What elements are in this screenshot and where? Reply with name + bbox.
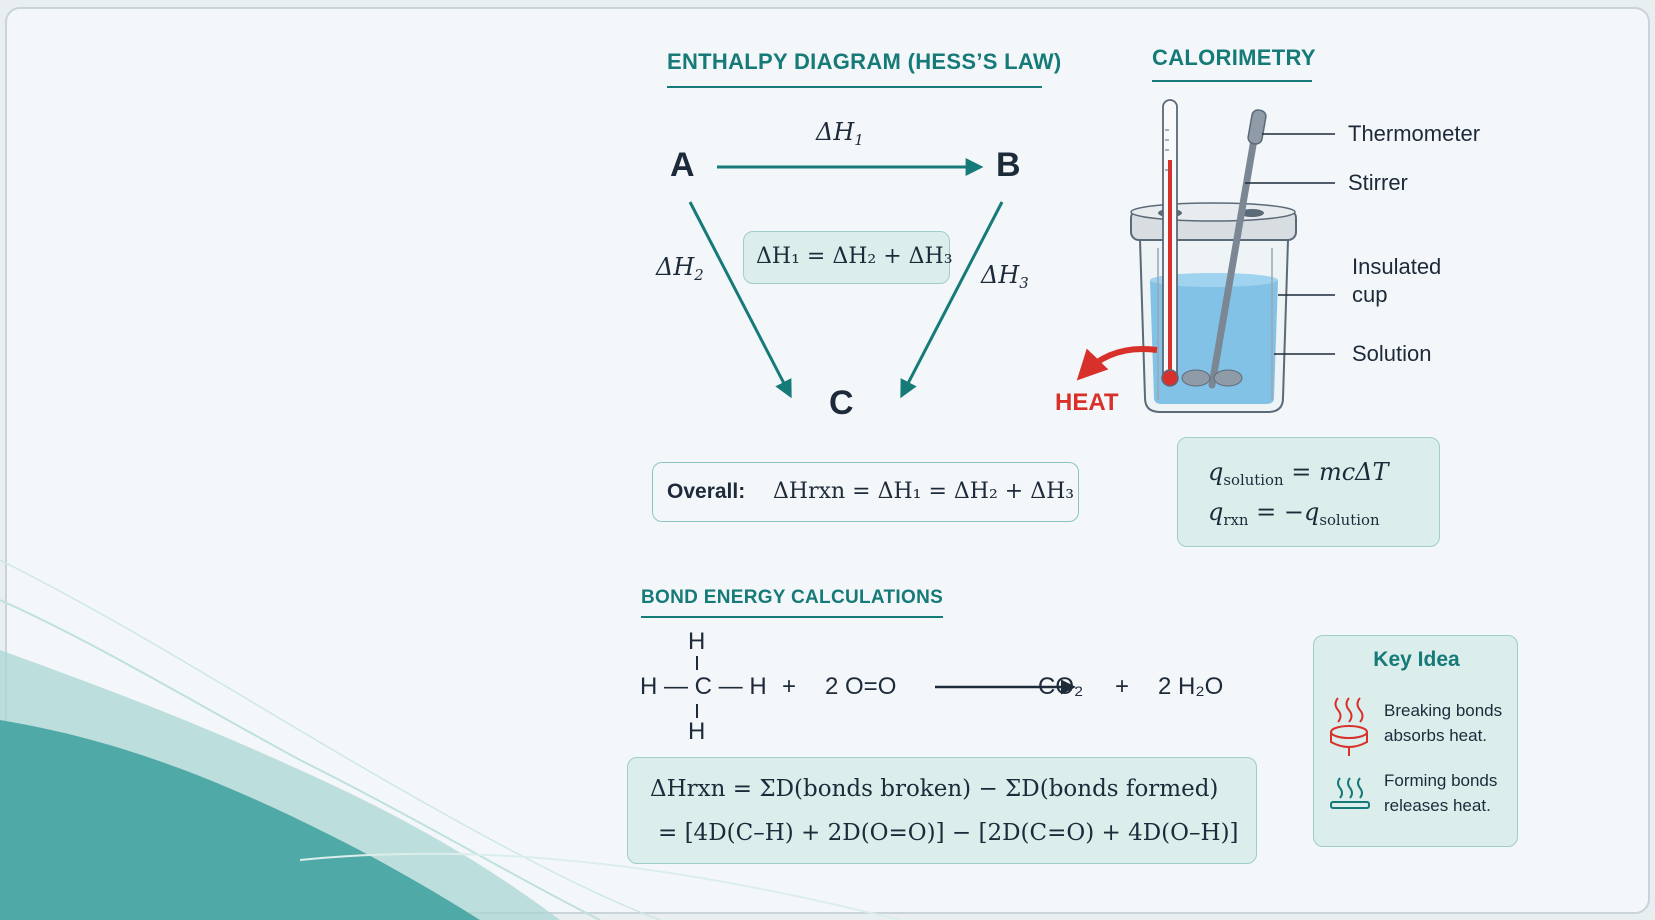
delta-h1-label: ΔH1: [816, 118, 864, 150]
breaking-bonds-icon: [1330, 697, 1368, 756]
overall-equation-box: Overall: ΔHrxn = ΔH₁ = ΔH₂ + ΔH₃: [652, 462, 1079, 522]
arrow-b-to-c: [900, 201, 1004, 399]
methane-h-bottom: H: [688, 718, 706, 745]
calorimetry-equation-box: qsolution = mcΔT qrxn = −qsolution: [1177, 437, 1440, 547]
hess-center-equation-box: ΔH₁ = ΔH₂ + ΔH₃: [743, 231, 953, 284]
water-product: 2 H₂O: [1158, 673, 1224, 700]
delta-h3-label: ΔH3: [981, 261, 1029, 293]
heat-label: HEAT: [1055, 389, 1119, 416]
calorimetry-title-underline: [1152, 80, 1312, 82]
co2-product: CO₂: [1038, 673, 1084, 700]
overall-equation: ΔHrxn = ΔH₁ = ΔH₂ + ΔH₃: [773, 479, 1075, 504]
stirrer: [1208, 112, 1262, 389]
thermometer-label: Thermometer: [1348, 121, 1481, 146]
delta-h2-label: ΔH2: [656, 253, 704, 285]
arrow-a-to-c: [688, 201, 792, 399]
calorimetry-section-title: CALORIMETRY: [1152, 45, 1316, 70]
node-a: A: [670, 146, 695, 184]
heat-arrow: [1076, 346, 1158, 381]
hess-section-title: ENTHALPY DIAGRAM (HESS’S LAW): [667, 49, 1062, 74]
insulated-cup-label: Insulated cup: [1352, 254, 1442, 307]
stirrer-label: Stirrer: [1348, 170, 1408, 195]
solution-label: Solution: [1352, 341, 1432, 366]
plus-sign-1: +: [782, 673, 797, 700]
q-solution-equation: qsolution = mcΔT: [1208, 458, 1389, 490]
node-b: B: [996, 146, 1021, 184]
hess-center-equation: ΔH₁ = ΔH₂ + ΔH₃: [756, 244, 953, 269]
q-rxn-equation: qrxn = −qsolution: [1208, 498, 1380, 530]
forming-bonds-icon: [1330, 777, 1370, 809]
key-idea-item-2: Forming bonds releases heat.: [1384, 771, 1498, 815]
node-c: C: [829, 384, 854, 422]
bond-equation-line1: ΔHrxn = ΣD(bonds broken) − ΣD(bonds form…: [650, 776, 1219, 802]
bond-title-underline: [641, 616, 943, 618]
methane-h-top: H: [688, 628, 706, 655]
methane-bond-bottom: [696, 704, 698, 718]
methane-row: H — C — H: [640, 673, 767, 700]
overall-label: Overall:: [667, 480, 746, 503]
plus-sign-2: +: [1115, 673, 1130, 700]
bond-equation-box: ΔHrxn = ΣD(bonds broken) − ΣD(bonds form…: [627, 757, 1257, 864]
key-idea-panel: Key Idea Breaking bonds absorbs heat. Fo…: [1313, 635, 1518, 847]
key-idea-item-1: Breaking bonds absorbs heat.: [1384, 701, 1503, 745]
key-idea-title: Key Idea: [1373, 648, 1460, 671]
bond-section-title: BOND ENERGY CALCULATIONS: [641, 587, 944, 608]
solution-liquid: [1150, 280, 1278, 404]
hess-title-underline: [667, 86, 1042, 88]
methane-bond-top: [696, 656, 698, 670]
oxygen-reactant: 2 O=O: [825, 673, 897, 700]
bond-equation-line2: = [4D(C–H) + 2D(O=O)] − [2D(C=O) + 4D(O–…: [658, 820, 1239, 846]
